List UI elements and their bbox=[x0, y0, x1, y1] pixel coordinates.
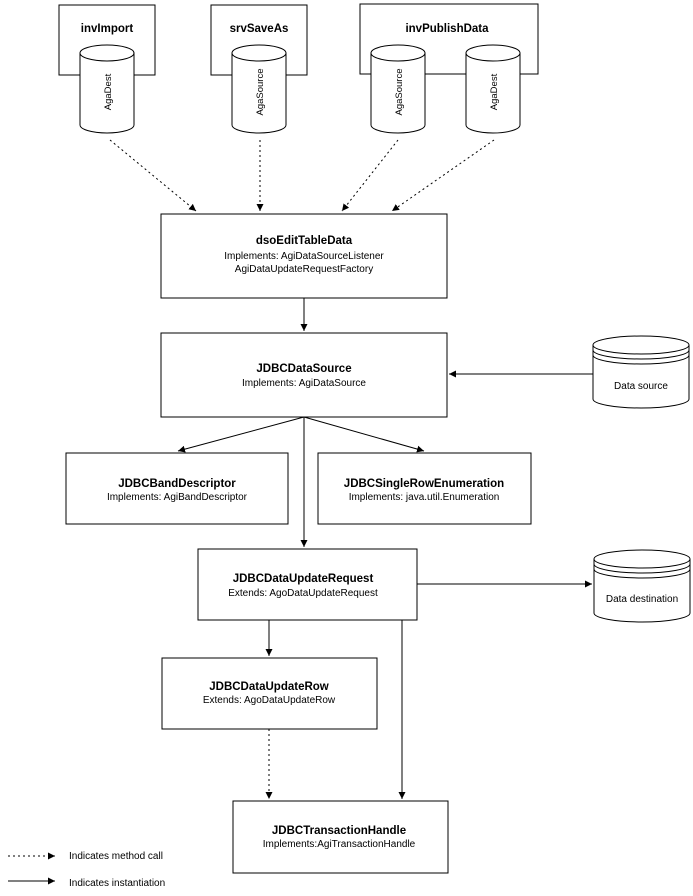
class-name: JDBCSingleRowEnumeration bbox=[344, 478, 504, 490]
cylinder-invpublishdata-agasource: AgaSource bbox=[370, 44, 426, 134]
class-jdbctransactionhandle: JDBCTransactionHandle Implements:AgiTran… bbox=[232, 800, 449, 874]
class-detail: Implements:AgiTransactionHandle bbox=[263, 839, 416, 850]
cylinder-srvsaveas-agasource: AgaSource bbox=[231, 44, 287, 134]
class-detail: Implements: AgiDataSourceListener bbox=[224, 251, 384, 262]
legend-method-call-label: Indicates method call bbox=[69, 851, 163, 862]
arrow-datasource-to-banddescriptor bbox=[177, 416, 305, 453]
arrow-datasource-to-singlerowenum bbox=[303, 416, 425, 453]
cylinder-label: AgaSource bbox=[394, 68, 405, 115]
component-title: srvSaveAs bbox=[230, 23, 289, 35]
class-jdbcdataupdaterow: JDBCDataUpdateRow Extends: AgoDataUpdate… bbox=[161, 657, 378, 730]
class-detail: Implements: AgiDataSource bbox=[242, 378, 366, 389]
class-jdbcdatasource: JDBCDataSource Implements: AgiDataSource bbox=[160, 332, 448, 418]
class-detail: AgiDataUpdateRequestFactory bbox=[235, 264, 373, 275]
cylinder-label: AgaDest bbox=[489, 73, 500, 110]
class-detail: Implements: AgiBandDescriptor bbox=[107, 492, 248, 503]
cylinder-invimport-agadest: AgaDest bbox=[79, 44, 135, 134]
store-data-destination: Data destination bbox=[593, 549, 691, 623]
class-name: JDBCDataSource bbox=[256, 363, 351, 375]
class-jdbcdataupdaterequest: JDBCDataUpdateRequest Extends: AgoDataUp… bbox=[197, 548, 418, 621]
class-jdbcbanddescriptor: JDBCBandDescriptor Implements: AgiBandDe… bbox=[65, 452, 289, 525]
store-label: Data source bbox=[614, 381, 668, 392]
store-label: Data destination bbox=[606, 594, 678, 605]
class-detail: Extends: AgoDataUpdateRow bbox=[203, 695, 336, 706]
class-jdbcsinglerowenumeration: JDBCSingleRowEnumeration Implements: jav… bbox=[317, 452, 532, 525]
cylinder-label: AgaDest bbox=[103, 73, 114, 110]
arrow-publish-source-to-dso bbox=[341, 139, 399, 212]
class-dsoedittabledata: dsoEditTableData Implements: AgiDataSour… bbox=[160, 213, 448, 299]
instantiation-arrows bbox=[177, 298, 593, 799]
class-name: dsoEditTableData bbox=[256, 235, 353, 247]
arrow-publish-dest-to-dso bbox=[391, 139, 495, 212]
method-call-arrows bbox=[109, 139, 495, 212]
cylinder-invpublishdata-agadest: AgaDest bbox=[465, 44, 521, 134]
store-data-source: Data source bbox=[592, 335, 690, 409]
component-title: invImport bbox=[81, 23, 134, 35]
class-detail: Extends: AgoDataUpdateRequest bbox=[228, 588, 378, 599]
arrow-invimport-to-dso bbox=[109, 139, 197, 212]
cylinder-label: AgaSource bbox=[255, 68, 266, 115]
legend-instantiation-label: Indicates instantiation bbox=[69, 878, 165, 889]
component-title: invPublishData bbox=[405, 23, 489, 35]
class-name: JDBCBandDescriptor bbox=[118, 478, 236, 490]
class-name: JDBCDataUpdateRow bbox=[209, 681, 329, 693]
class-detail: Implements: java.util.Enumeration bbox=[349, 492, 500, 503]
class-name: JDBCDataUpdateRequest bbox=[233, 573, 374, 585]
class-name: JDBCTransactionHandle bbox=[272, 825, 406, 837]
legend: Indicates method call Indicates instanti… bbox=[8, 851, 165, 889]
